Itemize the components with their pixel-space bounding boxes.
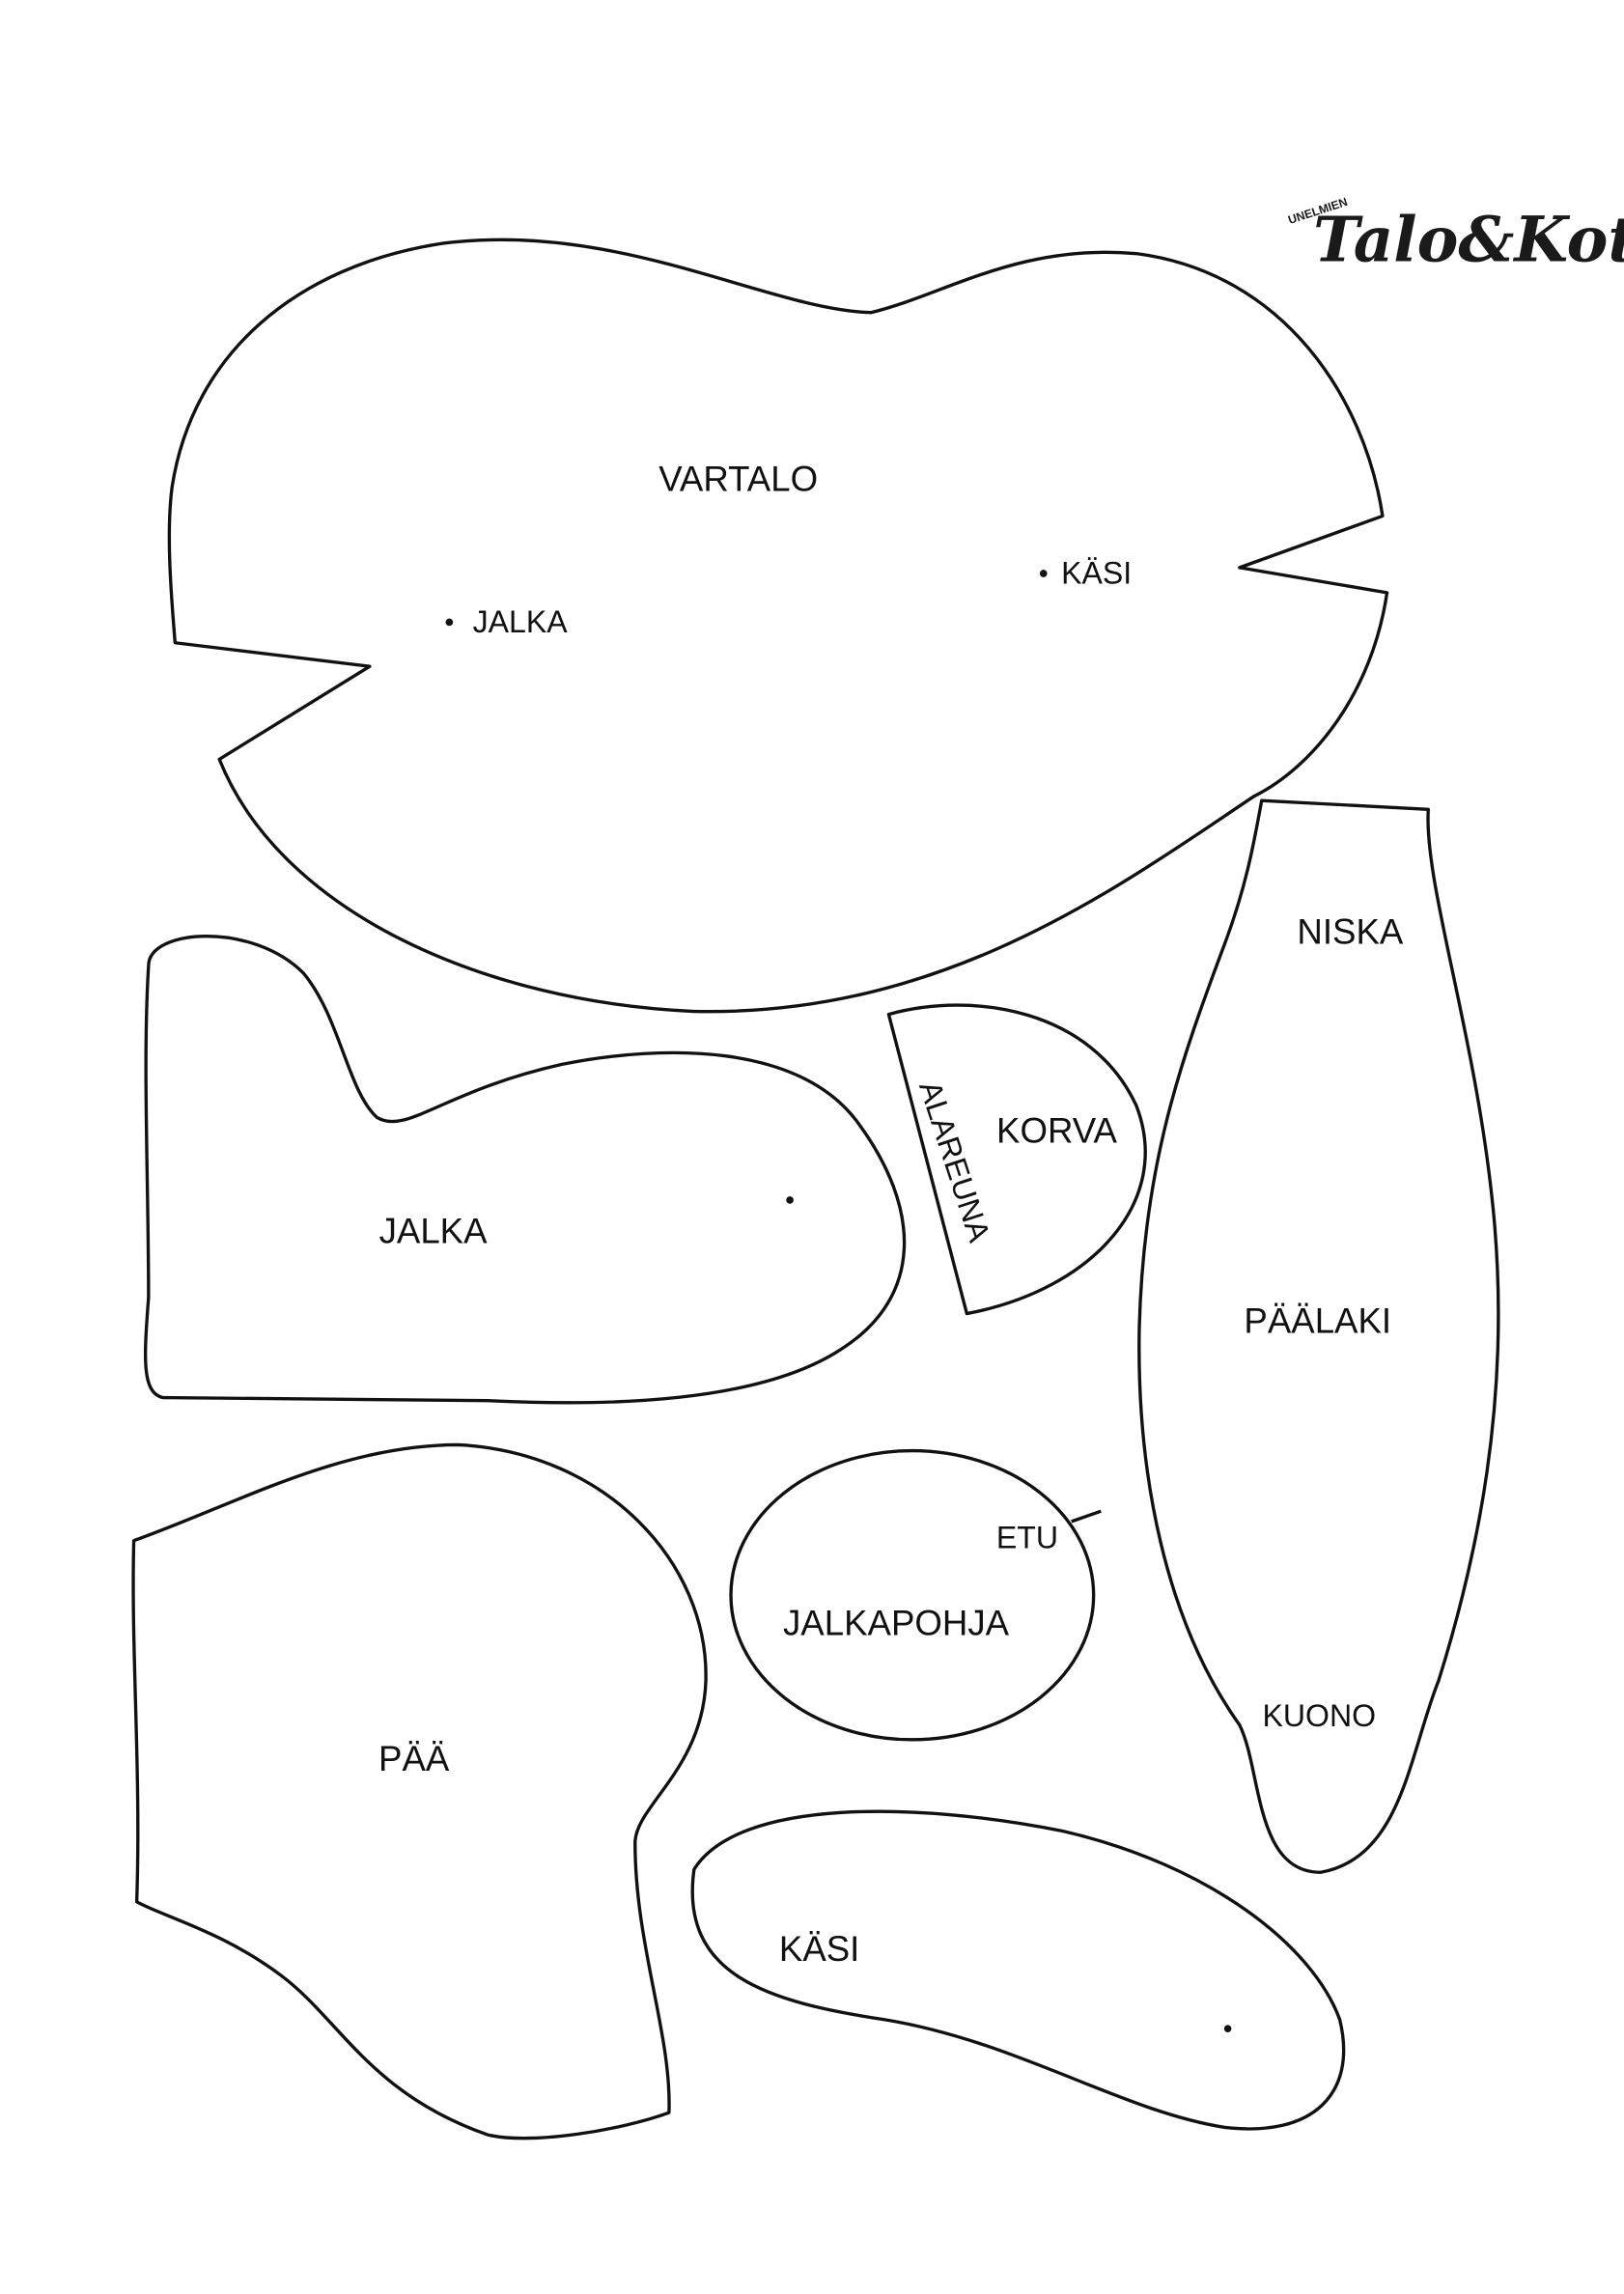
label-alareuna: ALAREUNA — [912, 1077, 997, 1246]
label-kuono: KUONO — [1263, 1698, 1377, 1733]
brand-logo: UNELMIEN Talo&Koti — [1286, 195, 1624, 276]
logo-name: Talo&Koti — [1313, 204, 1624, 276]
label-jalka: JALKA — [379, 1211, 489, 1250]
label-jalkapohja: JALKAPOHJA — [783, 1603, 1010, 1642]
label-kasi-mark: KÄSI — [1061, 556, 1132, 591]
label-jalka-mark: JALKA — [473, 604, 569, 639]
label-paalaki: PÄÄLAKI — [1244, 1301, 1391, 1340]
piece-vartalo: VARTALO JALKA KÄSI — [167, 238, 1389, 1014]
piece-jalka: JALKA — [144, 935, 907, 1405]
label-etu: ETU — [996, 1520, 1058, 1554]
label-paa: PÄÄ — [378, 1739, 450, 1778]
piece-jalkapohja: ETU JALKAPOHJA — [729, 1448, 1102, 1742]
label-kasi: KÄSI — [779, 1929, 859, 1969]
piece-paalaki: NISKA PÄÄLAKI KUONO — [1137, 798, 1500, 1874]
piece-korva: KORVA ALAREUNA — [886, 1003, 1147, 1316]
label-vartalo: VARTALO — [658, 459, 818, 498]
piece-kasi: KÄSI — [690, 1809, 1346, 2131]
label-niska: NISKA — [1297, 911, 1403, 951]
label-korva: KORVA — [996, 1110, 1117, 1150]
piece-paa: PÄÄ — [131, 1442, 708, 2140]
